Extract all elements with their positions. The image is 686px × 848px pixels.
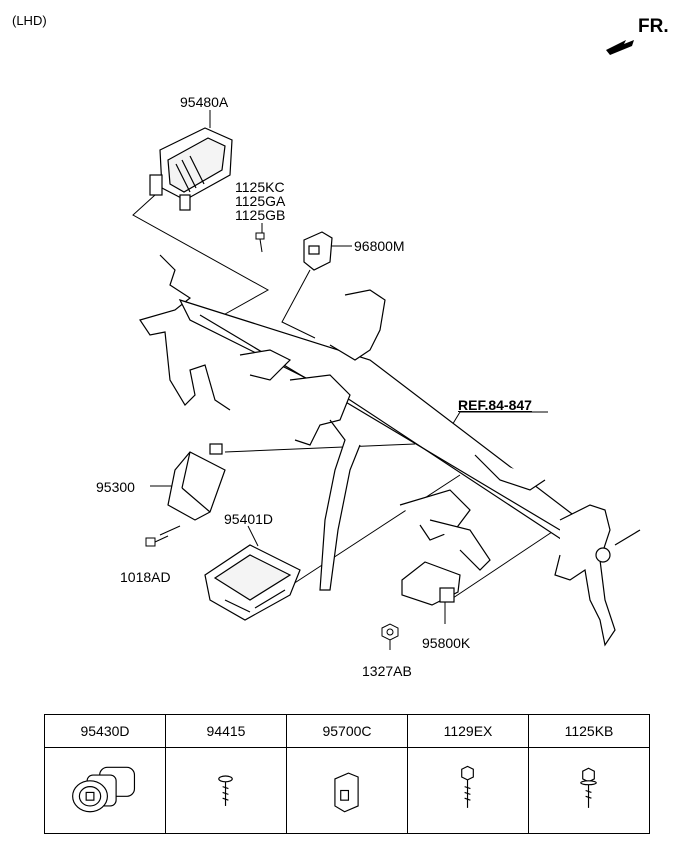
bolt-1125 <box>255 232 265 253</box>
screw-icon <box>218 775 233 806</box>
callout-95401D: 95401D <box>224 511 274 527</box>
callout-1327AB: 1327AB <box>362 663 412 679</box>
callout-95300: 95300 <box>96 479 135 495</box>
nut-1327AB <box>381 623 399 641</box>
callout-1125KC: 1125KC <box>235 179 285 195</box>
parts-cell: 95430D <box>45 715 166 833</box>
reference-label: REF.84-847 <box>458 397 532 413</box>
callout-95800K: 95800K <box>422 635 471 651</box>
parts-cell: 94415 <box>166 715 287 833</box>
module-95480A <box>149 127 233 211</box>
callout-1125GB: 1125GB <box>235 207 286 223</box>
bracket-icon <box>334 772 359 813</box>
parts-header: 1129EX <box>408 715 528 748</box>
callout-96800M: 96800M <box>354 238 405 254</box>
wiring-diagram <box>132 40 641 650</box>
front-arrow-icon <box>606 40 634 55</box>
module-95300 <box>167 443 226 521</box>
bolt-icon <box>461 765 474 808</box>
parts-cell: 1129EX <box>408 715 529 833</box>
parts-header: 95700C <box>287 715 407 748</box>
front-direction-label: FR. <box>638 16 669 37</box>
parts-cell: 1125KB <box>529 715 649 833</box>
callout-95480A: 95480A <box>180 94 229 110</box>
parts-header: 94415 <box>166 715 286 748</box>
flange-bolt-icon <box>580 767 597 808</box>
crossmember <box>139 254 641 647</box>
sensor-96800M <box>303 231 333 271</box>
parts-cell: 95700C <box>287 715 408 833</box>
parts-table: 95430D 94415 <box>44 714 650 834</box>
key-cylinder-icon <box>72 766 136 813</box>
module-95401D <box>204 544 301 621</box>
parts-header: 1125KB <box>529 715 649 748</box>
screw-1018AD <box>145 535 169 547</box>
callout-1018AD: 1018AD <box>120 569 171 585</box>
module-95800K <box>401 561 461 606</box>
parts-header: 95430D <box>45 715 165 748</box>
lhd-label: (LHD) <box>12 13 47 28</box>
callout-1125GA: 1125GA <box>235 193 286 209</box>
